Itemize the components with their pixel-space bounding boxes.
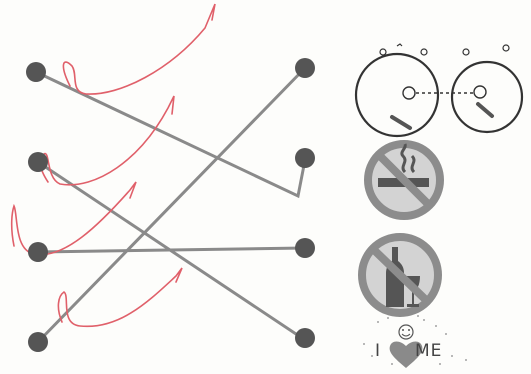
smiley-eye-right — [408, 329, 410, 331]
caption-i: I — [375, 341, 381, 361]
smoke-2 — [412, 156, 414, 172]
line-1-to-2 — [36, 72, 305, 196]
cigarette-filter — [424, 178, 429, 187]
red-mark-3 — [12, 182, 136, 255]
red-mark-1 — [63, 4, 215, 94]
dial-left-needle — [392, 117, 410, 128]
dial-left — [356, 54, 438, 136]
dial-right — [452, 62, 522, 132]
dial-right-needle — [478, 104, 492, 116]
dials-icon — [356, 44, 522, 136]
line-3-to-3 — [38, 248, 305, 252]
red-mark-4 — [58, 268, 182, 326]
left-dot-1[interactable] — [26, 62, 46, 82]
no-smoking-icon — [368, 144, 440, 216]
right-dots — [295, 58, 315, 348]
small-circle-3 — [463, 49, 469, 55]
left-dots — [26, 62, 48, 352]
dial-left-knob — [403, 87, 415, 99]
small-circle-2 — [421, 49, 427, 55]
left-dot-4[interactable] — [28, 332, 48, 352]
i-love-me-caption: I ME — [375, 341, 442, 361]
small-circle-1 — [380, 49, 386, 55]
smiley-mouth — [402, 334, 410, 336]
small-circle-4 — [503, 45, 509, 51]
smiley-eye-left — [402, 329, 404, 331]
right-dot-1[interactable] — [295, 58, 315, 78]
left-dot-2[interactable] — [28, 152, 48, 172]
right-dot-3[interactable] — [295, 238, 315, 258]
line-4-to-1 — [38, 68, 305, 342]
left-dot-3[interactable] — [28, 242, 48, 262]
smiley-face — [399, 325, 413, 339]
connection-lines — [36, 68, 305, 342]
small-tick — [397, 44, 402, 46]
no-alcohol-icon — [362, 237, 438, 313]
caption-me: ME — [415, 341, 442, 361]
dial-right-knob — [474, 86, 486, 98]
right-dot-4[interactable] — [295, 328, 315, 348]
right-dot-2[interactable] — [295, 148, 315, 168]
red-mark-2 — [41, 96, 174, 185]
